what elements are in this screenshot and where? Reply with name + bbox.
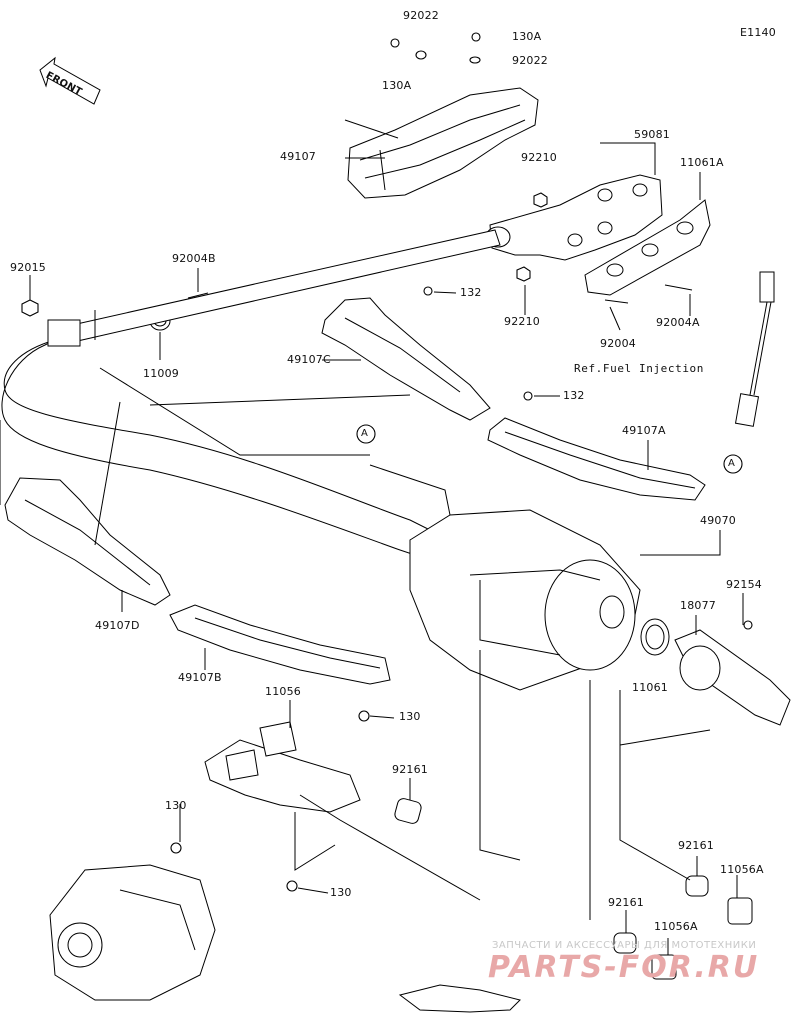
bolt-130A-right xyxy=(471,32,481,42)
part-label-92210-bot: 92210 xyxy=(504,315,540,328)
part-label-132-top: 132 xyxy=(460,286,482,299)
bolt-130-top xyxy=(358,710,370,722)
mount-11056A-a xyxy=(727,897,753,925)
washer-92022-right xyxy=(469,56,481,64)
part-label-92161-c: 92161 xyxy=(608,896,644,909)
o2-sensor xyxy=(734,271,775,427)
bolt-132-mid xyxy=(523,391,533,401)
part-label-11056A-b: 11056A xyxy=(654,920,698,933)
stud-92004B xyxy=(187,292,209,299)
part-label-92161-a: 92161 xyxy=(392,763,428,776)
bolt-130-left xyxy=(170,842,182,854)
part-label-11056A-a: 11056A xyxy=(720,863,764,876)
muffler-49070 xyxy=(409,509,641,691)
part-label-11056: 11056 xyxy=(265,685,301,698)
ref-fuel-injection-note: Ref.Fuel Injection xyxy=(574,362,705,375)
part-label-49107: 49107 xyxy=(280,150,316,163)
bolt-132-top xyxy=(423,286,433,296)
part-label-92004A: 92004A xyxy=(656,316,700,329)
watermark-logo: PARTS-FOR.RU xyxy=(488,950,760,985)
exhaust-flange xyxy=(47,319,81,347)
part-label-49107C: 49107C xyxy=(287,353,331,366)
diagram-code: E1140 xyxy=(740,26,776,39)
mount-bracket xyxy=(204,721,361,813)
mount-11056A-b xyxy=(651,954,677,980)
exhaust-pipe xyxy=(1,229,501,561)
part-label-49107D: 49107D xyxy=(95,619,140,632)
tailpipe-18077 xyxy=(674,629,791,726)
stud-92004 xyxy=(604,299,629,304)
part-label-92004B: 92004B xyxy=(172,252,216,265)
callout-a-circle-right xyxy=(723,454,743,474)
callout-a-label-left: A xyxy=(361,428,369,439)
nut-92210-bot xyxy=(516,266,531,282)
part-label-49107B: 49107B xyxy=(178,671,222,684)
part-label-130A-left: 130A xyxy=(382,79,412,92)
partial-component xyxy=(398,984,521,1013)
part-label-92161-b: 92161 xyxy=(678,839,714,852)
part-label-18077: 18077 xyxy=(680,599,716,612)
nut-92015 xyxy=(21,299,39,317)
damper-92161-c xyxy=(613,932,637,954)
heat-shield-49107A xyxy=(487,417,706,501)
part-label-92022-right: 92022 xyxy=(512,54,548,67)
part-label-49107A: 49107A xyxy=(622,424,666,437)
part-label-92210-top: 92210 xyxy=(521,151,557,164)
callout-a-circle-left xyxy=(356,424,376,444)
callout-a-label-right: A xyxy=(728,458,736,469)
nut-92210-top xyxy=(533,192,548,208)
part-label-130-top: 130 xyxy=(399,710,421,723)
gasket-11061 xyxy=(640,618,670,656)
bolt-130A-left xyxy=(390,38,400,48)
heat-shield-49107B xyxy=(169,604,391,685)
part-label-49070: 49070 xyxy=(700,514,736,527)
front-arrow-icon xyxy=(39,56,101,105)
stud-92004A xyxy=(664,284,693,291)
damper-92161-b xyxy=(685,875,709,897)
heat-shield-49107C xyxy=(321,297,491,421)
part-label-130-bot: 130 xyxy=(330,886,352,899)
part-label-92004: 92004 xyxy=(600,337,636,350)
part-label-130A-right: 130A xyxy=(512,30,542,43)
engine-case xyxy=(49,864,216,1001)
watermark-tagline: ЗАПЧАСТИ И АКСЕССУАРЫ ДЛЯ МОТОТЕХНИКИ xyxy=(492,940,757,951)
bolt-130-bot xyxy=(286,880,298,892)
bolt-92154 xyxy=(743,620,753,630)
part-label-130-left: 130 xyxy=(165,799,187,812)
part-label-92015: 92015 xyxy=(10,261,46,274)
leader-lines xyxy=(0,119,744,955)
part-label-132-mid: 132 xyxy=(563,389,585,402)
heat-shield-49107D xyxy=(4,477,171,606)
damper-92161-a xyxy=(394,798,422,824)
part-label-11061: 11061 xyxy=(632,681,668,694)
part-label-92154: 92154 xyxy=(726,578,762,591)
heat-shield-49107 xyxy=(347,87,539,199)
part-label-11009: 11009 xyxy=(143,367,179,380)
part-label-92022-top: 92022 xyxy=(403,9,439,22)
part-label-11061A: 11061A xyxy=(680,156,724,169)
washer-92022-left xyxy=(415,50,427,60)
part-label-59081: 59081 xyxy=(634,128,670,141)
exhaust-manifold-59081 xyxy=(485,174,663,261)
gasket-11061A xyxy=(584,199,711,296)
